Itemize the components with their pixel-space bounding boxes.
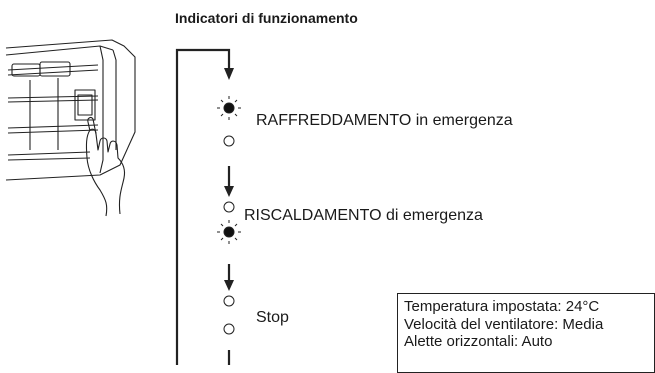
mode-label-stop: Stop — [256, 309, 289, 326]
mode-label-emergency-heating: RISCALDAMENTO di emergenza — [244, 207, 483, 224]
settings-box: Temperatura impostata: 24°C Velocità del… — [397, 293, 655, 373]
lamp-off-icon — [223, 135, 235, 147]
arrow-down-icon — [224, 68, 234, 80]
setting-fan-speed: Velocità del ventilatore: Media — [404, 315, 604, 333]
arrow-down-icon — [224, 280, 234, 291]
setting-temperature: Temperatura impostata: 24°C — [404, 298, 600, 315]
setting-louvers: Alette orizzontali: Auto — [404, 333, 553, 350]
page-title: Indicatori di funzionamento — [175, 10, 358, 26]
flow-line — [175, 48, 234, 365]
lamp-off-icon — [223, 295, 235, 307]
lamp-off-icon — [223, 323, 235, 335]
air-conditioner-illustration — [5, 39, 136, 217]
lamp-lit-icon — [217, 96, 241, 120]
lamp-lit-icon — [217, 220, 241, 244]
mode-label-emergency-cooling: RAFFREDDAMENTO in emergenza — [256, 112, 513, 129]
arrow-down-icon — [224, 186, 234, 197]
lamp-off-icon — [223, 201, 235, 213]
diagram-canvas — [5, 39, 241, 365]
